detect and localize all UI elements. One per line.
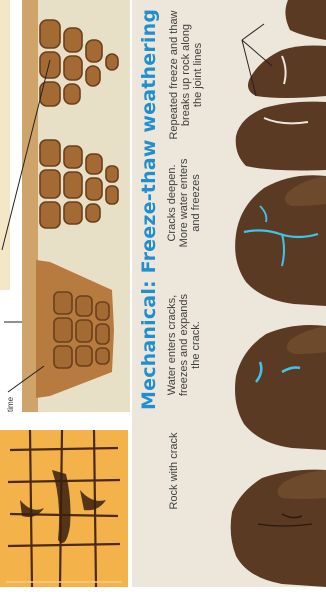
caption-stage-4: Repeated freeze and thaw breaks up rock … <box>168 0 204 150</box>
diagram-title: Mechanical: Freeze-thaw weathering <box>138 9 160 410</box>
freeze-thaw-rocks <box>132 0 326 587</box>
fragment-label: time <box>6 397 15 412</box>
caption-stage-3: Cracks deepen. More water enters and fre… <box>166 128 202 278</box>
freeze-thaw-panel: Mechanical: Freeze-thaw weathering Rock … <box>132 0 326 587</box>
caption-stage-2: Water enters cracks, freezes and expands… <box>166 270 202 420</box>
